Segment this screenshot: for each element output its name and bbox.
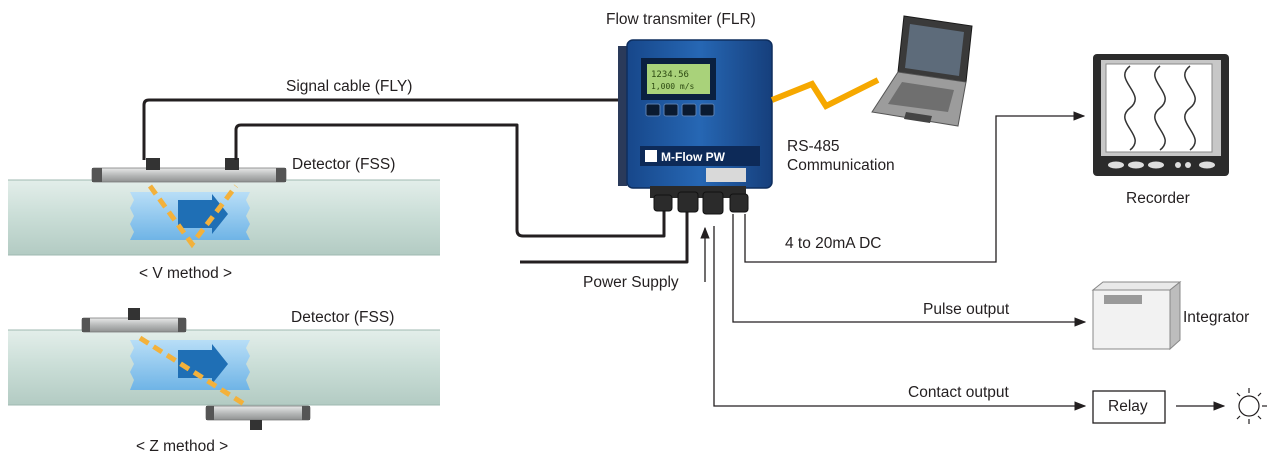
integrator-label: Integrator	[1183, 309, 1250, 326]
flow-transmitter-label: Flow transmiter (FLR)	[606, 11, 756, 28]
signal-cable-label: Signal cable (FLY)	[286, 78, 413, 95]
rs485-label: RS-485	[787, 138, 840, 155]
analog-output-label: 4 to 20mA DC	[785, 235, 882, 252]
relay-box	[1092, 390, 1166, 424]
rs485-link	[770, 77, 880, 110]
lcd-line-1: 1234.56	[651, 70, 689, 80]
lcd-line-2: 1,000 m/s	[651, 82, 695, 91]
pipe-v-method	[8, 179, 440, 256]
pulse-output-line	[732, 214, 1087, 327]
warning-label	[706, 168, 746, 182]
flow-arrow	[178, 194, 228, 234]
recorder-label: Recorder	[1126, 190, 1190, 207]
power-supply-label: Power Supply	[583, 274, 679, 291]
lamp-icon	[1236, 388, 1267, 424]
contact-output-label: Contact output	[908, 384, 1009, 401]
z-method-label: < Z method >	[136, 438, 229, 455]
flow-transmitter: 1234.56 1,000 m/s M-Flow PW	[618, 39, 773, 215]
brand-plate	[640, 146, 760, 166]
lcd-display	[647, 64, 710, 94]
fuji-logo-icon	[645, 150, 657, 162]
keypad	[645, 103, 715, 117]
pipe-z-method	[8, 329, 440, 407]
laptop-icon	[871, 15, 973, 127]
detector-z-upper	[81, 308, 187, 333]
v-method-label: < V method >	[139, 265, 233, 282]
output-wiring	[700, 111, 1226, 411]
integrator-icon	[1091, 280, 1182, 351]
communication-label: Communication	[787, 157, 895, 174]
ultrasonic-z-path	[138, 335, 246, 407]
detector-z-label: Detector (FSS)	[291, 309, 395, 326]
detector-v-label: Detector (FSS)	[292, 156, 396, 173]
analog-output-line	[744, 111, 1086, 263]
detector-z-lower	[205, 405, 311, 430]
contact-output-line	[713, 226, 1087, 411]
ultrasonic-v-path	[147, 184, 238, 249]
detector-v	[91, 158, 287, 183]
signal-cable	[142, 98, 689, 264]
flow-arrow-z	[178, 344, 228, 384]
relay-label: Relay	[1108, 398, 1148, 415]
pulse-output-label: Pulse output	[923, 301, 1010, 318]
brand-name: M-Flow PW	[661, 150, 726, 164]
cable-glands	[653, 191, 749, 215]
recorder-icon	[1093, 54, 1229, 176]
